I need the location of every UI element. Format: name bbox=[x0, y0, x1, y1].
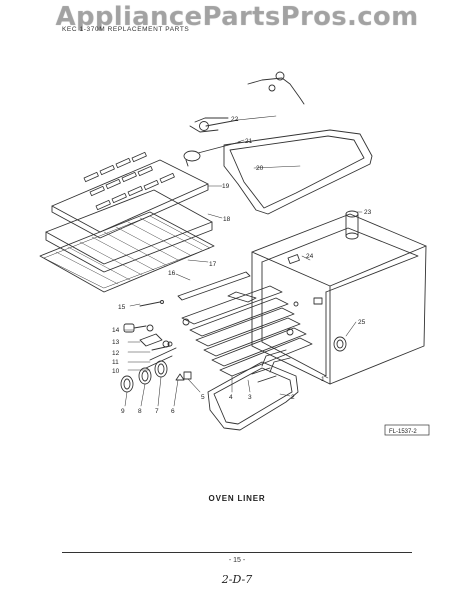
part-20-top-element bbox=[223, 129, 373, 215]
part-17-oven-rack bbox=[39, 211, 215, 293]
reference-code-box: FL-1537-2 bbox=[384, 424, 430, 436]
part-label-1: 1 bbox=[321, 376, 325, 383]
part-24-oven-liner bbox=[251, 213, 427, 385]
part-label-13: 13 bbox=[112, 339, 120, 346]
part-label-16: 16 bbox=[168, 270, 176, 277]
part-7-ring bbox=[154, 360, 168, 378]
part-9-ring bbox=[120, 375, 134, 393]
part-label-12: 12 bbox=[112, 350, 120, 357]
part-23-connector bbox=[345, 210, 359, 240]
part-label-5: 5 bbox=[201, 394, 205, 401]
part-label-10: 10 bbox=[112, 368, 120, 375]
part-label-7: 7 bbox=[155, 408, 159, 415]
part-12-13-terminal bbox=[139, 333, 171, 351]
watermark: AppliancePartsPros.com bbox=[55, 2, 419, 32]
part-label-22: 22 bbox=[231, 116, 239, 123]
part-label-20: 20 bbox=[256, 165, 264, 172]
part-label-6: 6 bbox=[171, 408, 175, 415]
part-label-25: 25 bbox=[358, 319, 366, 326]
part-18-pan-insert bbox=[45, 189, 213, 273]
leader-lines bbox=[123, 115, 363, 407]
part-label-23: 23 bbox=[364, 209, 372, 216]
part-label-2: 2 bbox=[291, 394, 295, 401]
part-19-broil-pan bbox=[51, 151, 209, 239]
part-label-14: 14 bbox=[112, 327, 120, 334]
part-labels: 22 21 20 19 18 17 16 15 14 13 12 11 10 9… bbox=[112, 116, 372, 415]
part-16-bracket-bar bbox=[177, 271, 251, 301]
part-label-11: 11 bbox=[112, 359, 119, 366]
part-label-18: 18 bbox=[223, 216, 231, 223]
page-number: - 15 - bbox=[228, 557, 246, 564]
part-1-4-bottom-element bbox=[207, 349, 299, 431]
part-label-3: 3 bbox=[248, 394, 252, 401]
bake-element-assembly bbox=[181, 285, 313, 377]
handwritten-note: 2-D-7 bbox=[221, 573, 253, 586]
part-label-24: 24 bbox=[306, 253, 314, 260]
reference-code: FL-1537-2 bbox=[389, 429, 417, 435]
diagram-caption: OVEN LINER bbox=[208, 494, 266, 503]
part-label-9: 9 bbox=[121, 408, 125, 415]
part-25-side-knob bbox=[333, 336, 347, 352]
part-label-15: 15 bbox=[118, 304, 126, 311]
part-22-thermostat-wire bbox=[189, 71, 305, 133]
part-label-8: 8 bbox=[138, 408, 142, 415]
part-14-receptacle bbox=[123, 323, 154, 333]
footer-rule bbox=[62, 552, 412, 553]
part-label-4: 4 bbox=[229, 394, 233, 401]
part-15-screw bbox=[139, 300, 164, 307]
part-8-ring bbox=[138, 367, 152, 385]
part-5-shield bbox=[183, 371, 192, 380]
part-10-11-wires bbox=[145, 341, 177, 369]
part-label-21: 21 bbox=[245, 138, 253, 145]
part-6-clip bbox=[175, 373, 185, 381]
part-label-17: 17 bbox=[209, 261, 217, 268]
page-header: KEC 1-370M REPLACEMENT PARTS bbox=[62, 26, 190, 33]
part-label-19: 19 bbox=[222, 183, 230, 190]
